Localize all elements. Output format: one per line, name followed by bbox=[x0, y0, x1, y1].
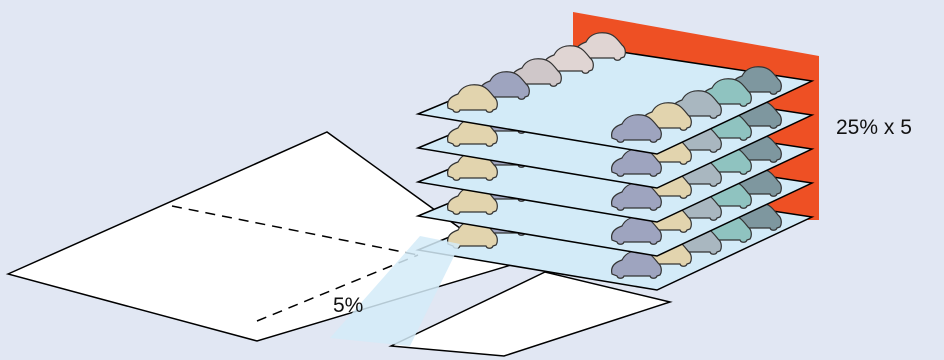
deck-share-label: 25% x 5 bbox=[836, 116, 912, 139]
ground-share-label: 5% bbox=[333, 294, 363, 317]
ground-lot-right bbox=[388, 271, 673, 357]
dashed-divider bbox=[256, 254, 419, 322]
connecting-ramp bbox=[330, 236, 460, 346]
deck-level-1 bbox=[415, 32, 815, 155]
parking-decks bbox=[415, 32, 815, 291]
dashed-divider bbox=[171, 205, 419, 256]
ground-lot-left bbox=[5, 131, 513, 342]
